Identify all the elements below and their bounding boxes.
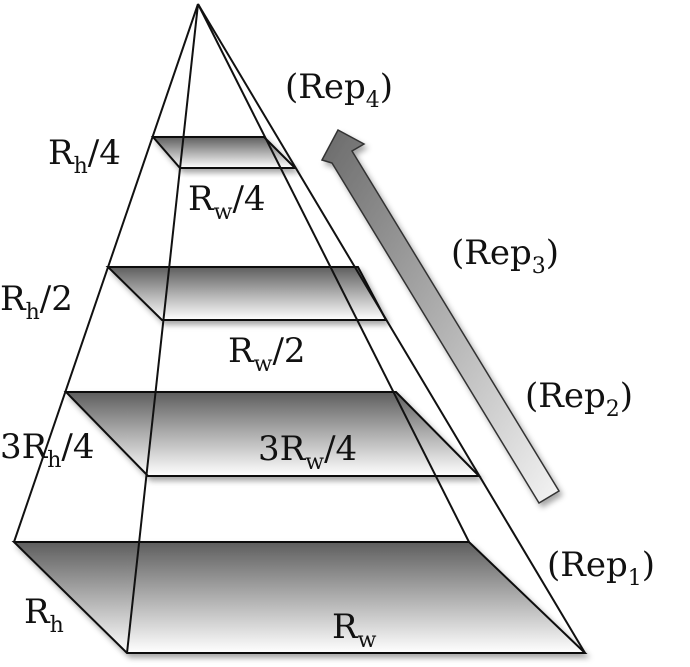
height-label-level-3: Rh/2: [0, 279, 73, 325]
rep-label-2: (Rep2): [525, 376, 634, 422]
width-label-level-4: Rw/4: [188, 179, 266, 225]
height-label-level-4: Rh/4: [48, 133, 121, 179]
up-arrow-icon: [320, 128, 561, 505]
height-label-level-2: 3Rh/4: [0, 427, 95, 473]
width-label-level-3: Rw/2: [228, 331, 306, 377]
pyramid-edges: [13, 3, 586, 654]
rep-label-1: (Rep1): [547, 545, 656, 591]
rep-label-4: (Rep4): [285, 67, 394, 113]
rep-label-3: (Rep3): [451, 233, 560, 279]
width-label-level-1: Rw: [332, 607, 377, 653]
slice-level-1: [11, 541, 588, 654]
width-label-level-2: 3Rw/4: [258, 429, 358, 475]
height-label-level-1: Rh: [24, 592, 64, 638]
